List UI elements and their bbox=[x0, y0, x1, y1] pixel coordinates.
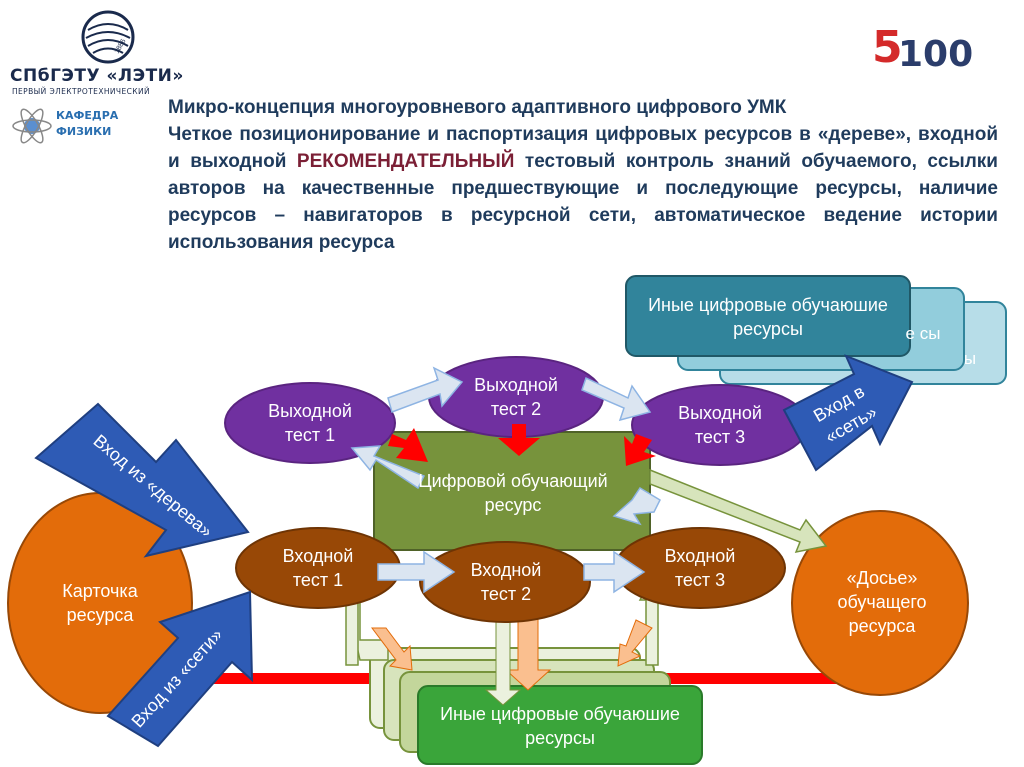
arrow-entry-from-net bbox=[106, 590, 254, 748]
arrow-resource-to-dossier bbox=[649, 468, 828, 554]
red-arrow-exit2 bbox=[498, 424, 540, 456]
header-text: Микро-концепция многоуровневого адаптивн… bbox=[168, 94, 998, 256]
arrow-exit1-to-exit2 bbox=[387, 366, 464, 413]
top-resources-peek2-label: ы bbox=[963, 349, 977, 368]
department-line1: КАФЕДРА bbox=[56, 109, 119, 122]
header-title: Микро-концепция многоуровневого адаптивн… bbox=[168, 97, 787, 118]
top-resources-peek-label: е сы bbox=[905, 324, 941, 343]
exit-test-1-shape bbox=[224, 382, 396, 464]
arrow-down-left bbox=[371, 627, 413, 671]
arrow-entry-from-tree bbox=[34, 402, 250, 558]
digital-resource-label: Цифровой обучающий ресурс bbox=[418, 471, 608, 515]
dossier-shape bbox=[791, 510, 969, 696]
department-line2: ФИЗИКИ bbox=[56, 125, 112, 138]
arrow-entry1-to-entry2 bbox=[377, 550, 456, 594]
arrow-center-up bbox=[484, 609, 522, 706]
bottom-resources-label: Иные цифровые обучаюшие ресурсы bbox=[440, 704, 680, 748]
dossier-label: «Досье» обучащего ресурса bbox=[837, 568, 927, 636]
exit-test-2-label: Выходной тест 2 bbox=[474, 375, 558, 419]
brand-5100-number: 100 bbox=[898, 34, 974, 75]
arrow-entry2-to-entry3 bbox=[583, 550, 646, 594]
entry-test-1-label: Входной тест 1 bbox=[282, 546, 354, 590]
header-body-part2: тестовый контроль знаний обучаемого, ссы… bbox=[168, 151, 998, 253]
top-resources-label: Иные цифровые обучаюшие ресурсы bbox=[648, 295, 888, 339]
resource-card-label: Карточка ресурса bbox=[62, 581, 138, 625]
logo-name: СПбГЭТУ «ЛЭТИ» bbox=[10, 66, 184, 86]
entry-test-3-label: Входной тест 3 bbox=[664, 546, 736, 590]
header-body-part1: Четкое позиционирование и паспортизация … bbox=[168, 124, 998, 172]
brand-5100-digit: 5 bbox=[872, 22, 903, 73]
leti-emblem-icon: 1886 bbox=[81, 10, 135, 64]
logo-subtitle: ПЕРВЫЙ ЭЛЕКТРОТЕХНИЧЕСКИЙ bbox=[12, 87, 150, 96]
top-resource-box-front bbox=[625, 275, 911, 357]
entry-test-2-shape bbox=[419, 541, 591, 623]
entry-test-2-label: Входной тест 2 bbox=[470, 560, 542, 604]
red-arrow-exit3 bbox=[624, 434, 656, 466]
exit-test-1-label: Выходной тест 1 bbox=[268, 401, 352, 445]
arrow-exit2-to-exit3 bbox=[581, 376, 652, 422]
header-highlight: РЕКОМЕНДАТЕЛЬНЫЙ bbox=[296, 151, 515, 172]
department-label: КАФЕДРА ФИЗИКИ bbox=[56, 108, 118, 140]
arrow-entry3-to-resource bbox=[612, 486, 661, 526]
exit-test-3-label: Выходной тест 3 bbox=[678, 403, 762, 447]
arrow-entry-to-net bbox=[782, 354, 914, 472]
arrow-resource-to-exit1 bbox=[350, 445, 426, 490]
arrow-down-right bbox=[617, 619, 653, 667]
brand-5100-logo: 5 100 bbox=[872, 22, 974, 80]
bottom-resource-box-front bbox=[417, 685, 703, 765]
red-arrow-exit1 bbox=[388, 428, 428, 462]
atom-icon bbox=[12, 108, 52, 144]
